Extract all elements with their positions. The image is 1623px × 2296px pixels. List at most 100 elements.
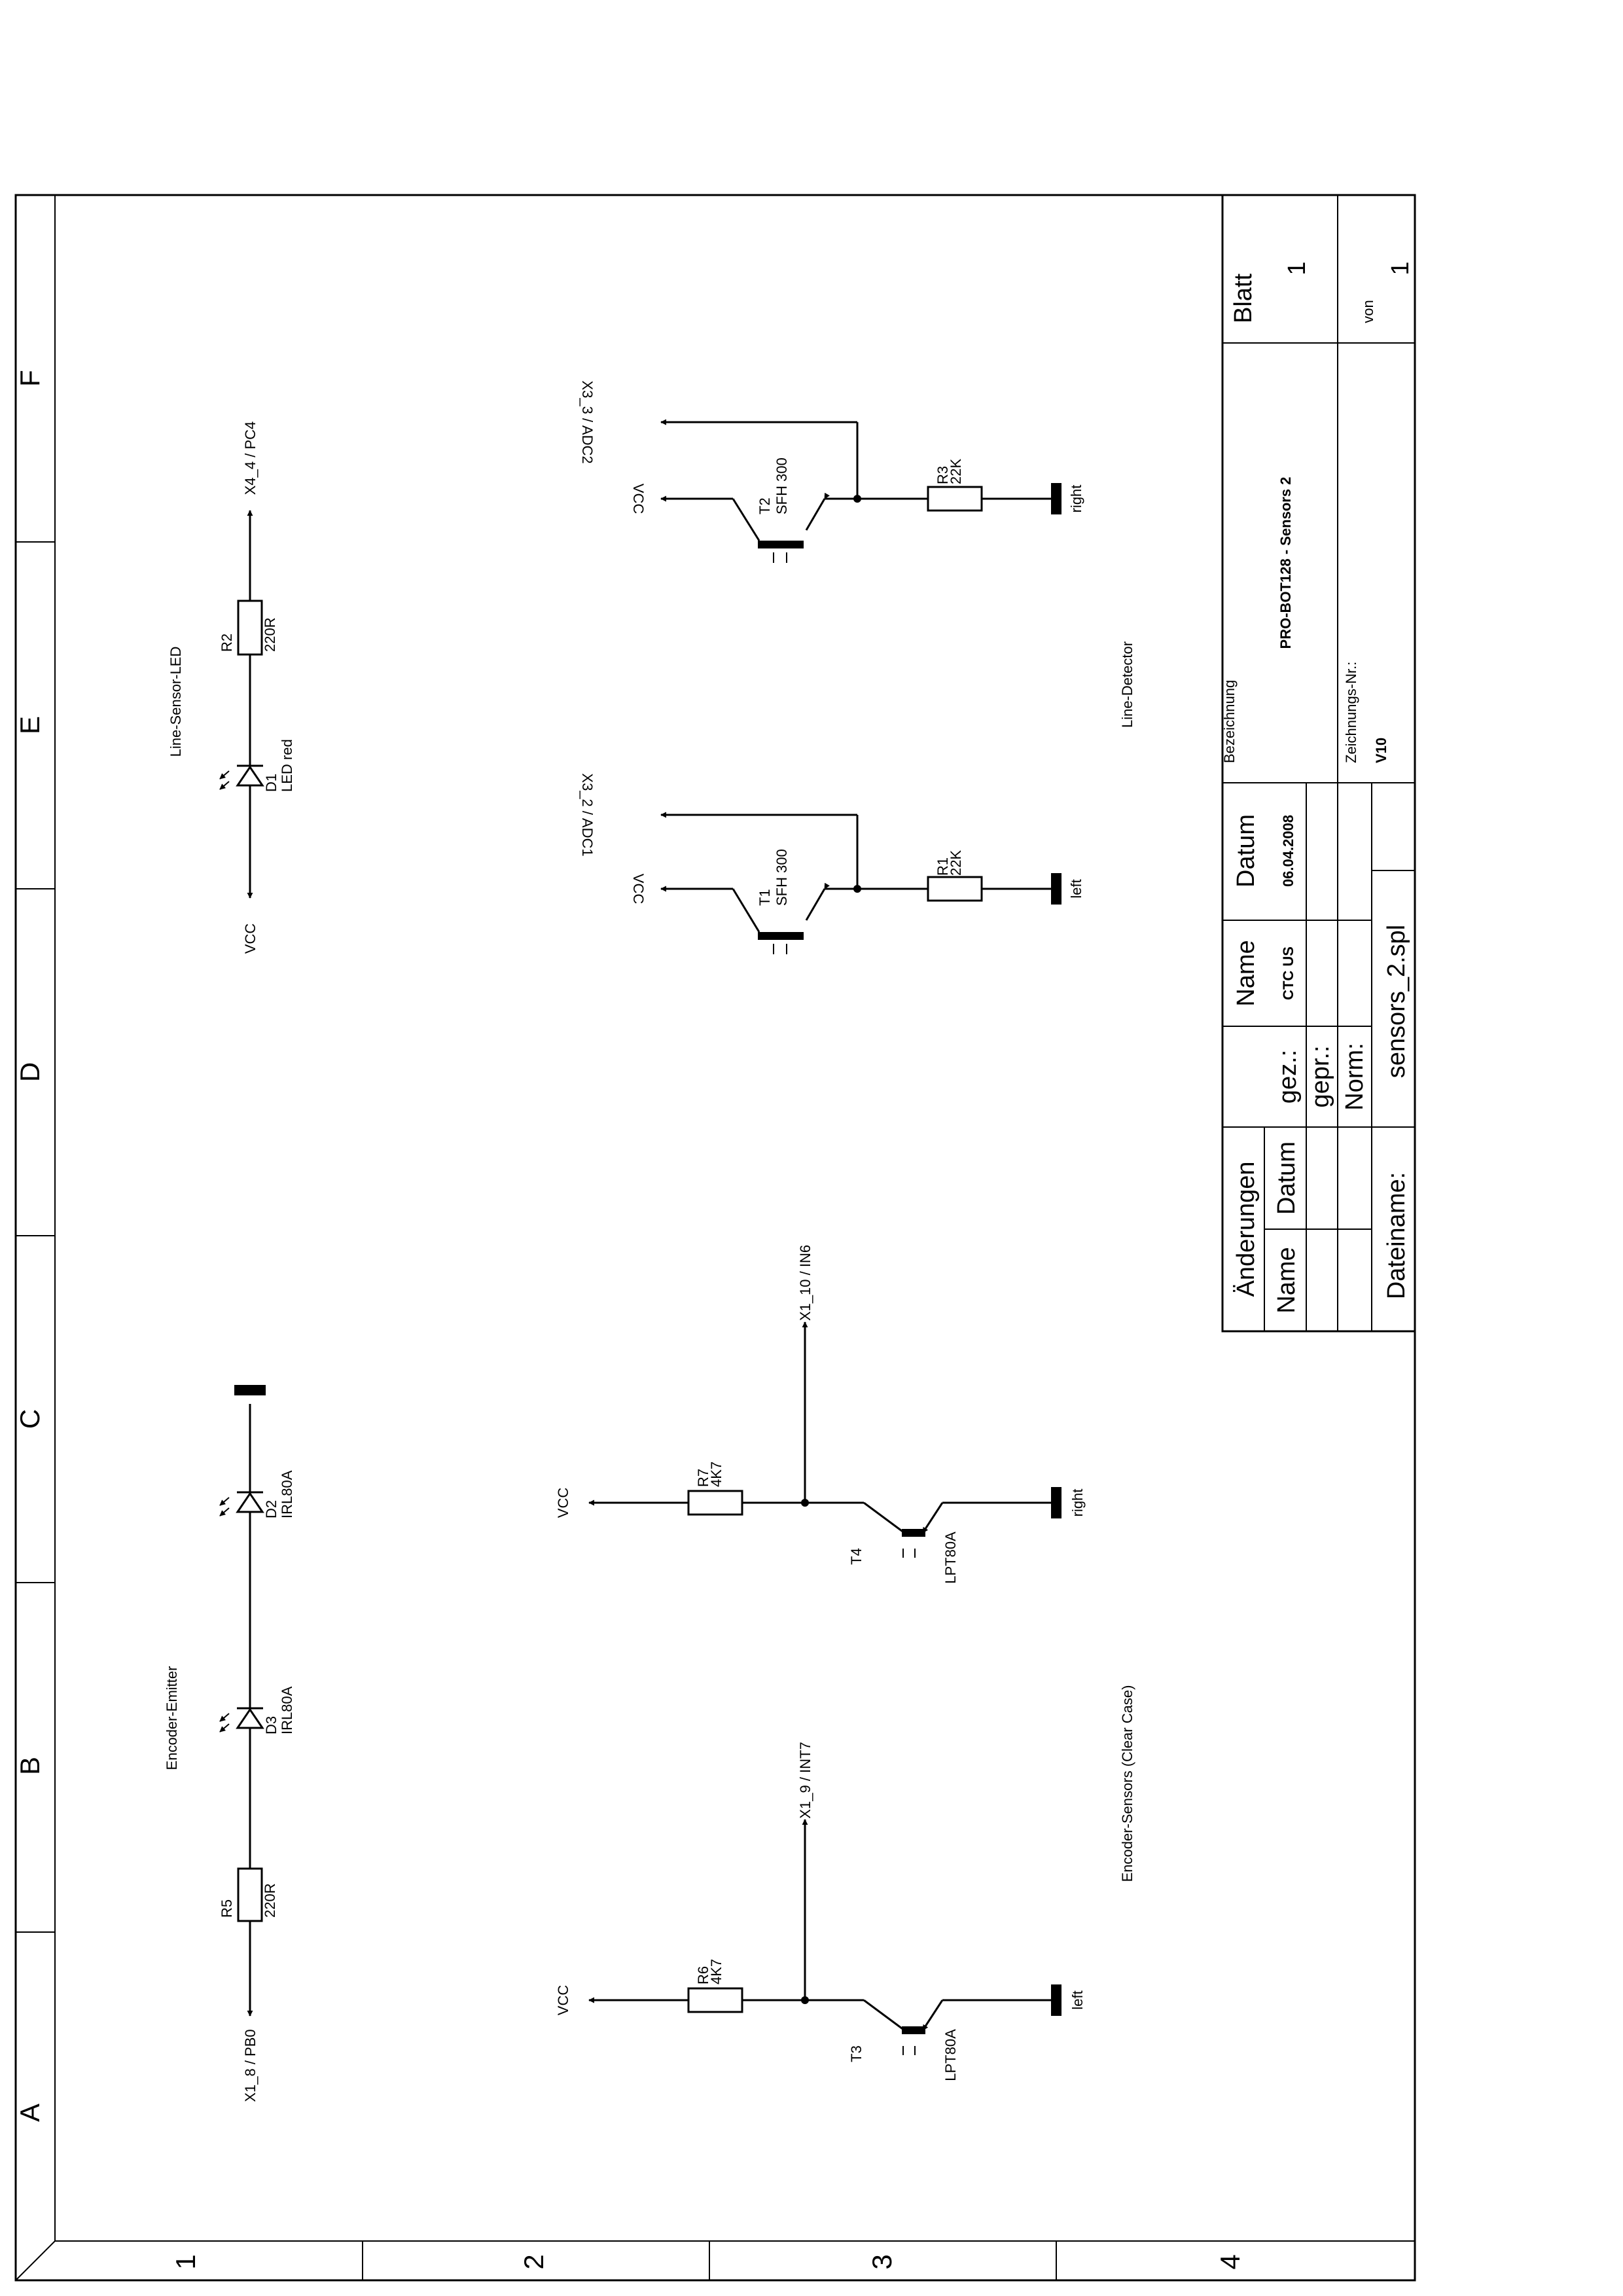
tb-gez: gez.: [1274, 1050, 1302, 1103]
tb-bezeichnung-label: Bezeichnung [1221, 680, 1238, 763]
net-label-x1-10: X1_10 / IN6 [797, 1245, 813, 1321]
t2-ref: T2 [757, 497, 773, 514]
net-label-vcc-r6: VCC [555, 1985, 571, 2016]
resistor-r3 [927, 486, 983, 512]
column-letter-a: A [14, 2104, 45, 2122]
row-number-4: 4 [1215, 2254, 1245, 2269]
r7-ref: R7 [695, 1469, 711, 1487]
d3-value: IRL80A [279, 1686, 295, 1734]
tb-bezeichnung: PRO-BOT128 - Sensors 2 [1277, 477, 1294, 649]
column-letter-e: E [14, 716, 45, 734]
tb-dateiname: sensors_2.spl [1383, 925, 1410, 1078]
net-label-left-r1: left [1068, 879, 1084, 898]
tb-zeichnungs-nr: V10 [1373, 738, 1389, 763]
diode-d2 [219, 1491, 264, 1516]
t3-ref: T3 [848, 2045, 865, 2062]
row-number-2: 2 [518, 2254, 549, 2269]
tb-datum-header: Datum [1232, 814, 1260, 888]
net-label-x4-4: X4_4 / PC4 [242, 422, 259, 495]
group-label-encoder-emitter: Encoder-Emitter [164, 1666, 180, 1770]
encoder-emitter-circuit: Encoder-Emitter X1_8 / PB0 R5 220R D3 IR… [164, 1385, 295, 2102]
column-letter-b: B [14, 1757, 45, 1775]
ground-symbol-r1 [1051, 873, 1061, 905]
line-detector-circuit: Line-Detector VCC X3_2 / ADC1 T1 SFH 300… [579, 380, 1135, 954]
ground-symbol-r3 [1051, 483, 1061, 514]
tb-name-header: Name [1232, 940, 1260, 1006]
ground-symbol-t3 [1051, 1984, 1061, 2016]
t4-value: LPT80A [942, 1532, 959, 1584]
t1-ref: T1 [757, 889, 773, 906]
net-label-vcc-t2: VCC [630, 484, 647, 514]
group-label-encoder-sensors: Encoder-Sensors (Clear Case) [1119, 1685, 1135, 1882]
tb-author: CTC US [1280, 946, 1296, 1000]
column-letter-c: C [14, 1409, 45, 1429]
d3-ref: D3 [263, 1716, 279, 1734]
diode-d3 [219, 1707, 264, 1732]
row-numbers: 1 2 3 4 [170, 2254, 1245, 2269]
resistor-r2 [237, 600, 263, 656]
group-label-line-sensor-led: Line-Sensor-LED [168, 647, 184, 757]
column-letter-d: D [14, 1062, 45, 1082]
tb-von: 1 [1387, 261, 1414, 275]
resistor-r6 [687, 1987, 743, 2013]
title-block: Änderungen Name Datum Name Datum gez.: g… [1221, 194, 1416, 1333]
r6-value: 4K7 [708, 1959, 724, 1984]
tb-norm: Norm: [1341, 1043, 1368, 1110]
transistor-t2-base [758, 541, 804, 548]
column-letter-f: F [14, 370, 45, 387]
d2-ref: D2 [263, 1500, 279, 1518]
r7-value: 4K7 [708, 1462, 724, 1487]
r1-value: 22K [948, 850, 964, 876]
r2-value: 220R [262, 617, 278, 652]
r5-value: 220R [262, 1883, 278, 1918]
tb-blatt-label: Blatt [1230, 274, 1257, 323]
r1-ref: R1 [935, 857, 951, 876]
line-sensor-led-circuit: Line-Sensor-LED X4_4 / PC4 VCC R2 220R D… [168, 422, 295, 954]
resistor-r5 [237, 1867, 263, 1922]
net-label-left-t3: left [1069, 1990, 1086, 2009]
r3-ref: R3 [935, 466, 951, 484]
net-label-vcc-led: VCC [242, 924, 259, 954]
net-label-x1-8: X1_8 / PB0 [242, 2029, 259, 2102]
resistor-r7 [687, 1490, 743, 1516]
r6-ref: R6 [695, 1966, 711, 1984]
net-label-x3-3: X3_3 / ADC2 [579, 380, 596, 463]
encoder-sensors-circuit: Encoder-Sensors (Clear Case) VCC R6 4K7 … [555, 1245, 1135, 2081]
d1-value: LED red [279, 739, 295, 792]
r3-value: 22K [948, 459, 964, 484]
row-number-3: 3 [866, 2254, 897, 2269]
ground-symbol-emitter [234, 1385, 266, 1395]
net-label-right-t4: right [1069, 1489, 1086, 1517]
tb-gepr: gepr.: [1307, 1045, 1334, 1107]
tb-zeichnungs-label: Zeichnungs-Nr.: [1343, 662, 1359, 763]
tb-changes-datum: Datum [1273, 1141, 1300, 1215]
transistor-t3-base [902, 2026, 925, 2034]
transistor-t1-base [758, 932, 804, 940]
net-label-x3-2: X3_2 / ADC1 [579, 773, 596, 856]
tb-date: 06.04.2008 [1280, 815, 1296, 887]
t2-value: SFH 300 [774, 457, 790, 514]
t1-value: SFH 300 [774, 849, 790, 906]
net-label-vcc-t1: VCC [630, 874, 647, 905]
column-letters: A B C D E F [14, 370, 45, 2122]
transistor-t4-base [902, 1529, 925, 1537]
r5-ref: R5 [219, 1899, 235, 1918]
net-label-right-r3: right [1068, 485, 1084, 513]
net-label-vcc-r7: VCC [555, 1488, 571, 1518]
diode-d1 [219, 764, 264, 790]
r2-ref: R2 [219, 634, 235, 652]
net-label-x1-9: X1_9 / INT7 [797, 1742, 813, 1818]
tb-dateiname-label: Dateiname: [1383, 1172, 1410, 1299]
row-number-1: 1 [170, 2254, 201, 2269]
t3-value: LPT80A [942, 2029, 959, 2081]
tb-aenderungen: Änderungen [1232, 1161, 1260, 1297]
resistor-r1 [927, 876, 983, 902]
tb-blatt: 1 [1283, 261, 1311, 275]
tb-von-label: von [1360, 300, 1376, 323]
group-label-line-detector: Line-Detector [1119, 641, 1135, 728]
d2-value: IRL80A [279, 1470, 295, 1518]
d1-ref: D1 [263, 774, 279, 792]
tb-changes-name: Name [1273, 1247, 1300, 1313]
t4-ref: T4 [848, 1548, 865, 1565]
